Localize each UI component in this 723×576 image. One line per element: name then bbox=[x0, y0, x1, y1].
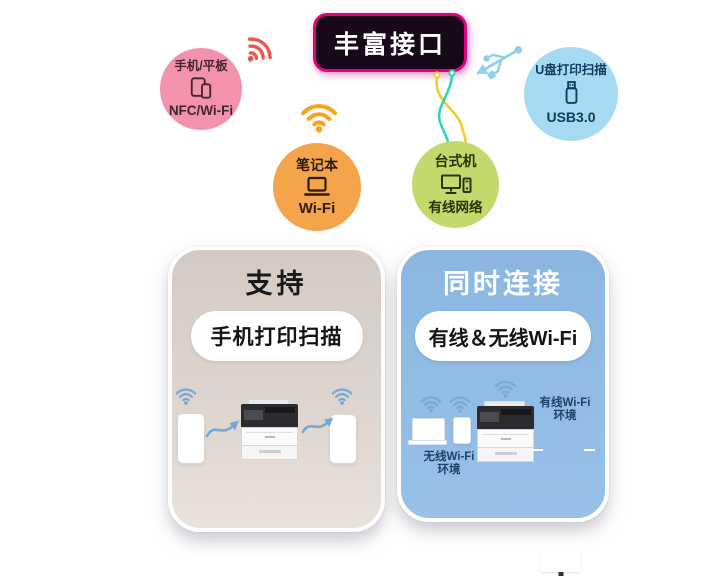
wifi-signal-icon bbox=[174, 386, 198, 405]
wifi-signal-icon bbox=[419, 394, 443, 413]
bubble-desktop: 台式机 有线网络 bbox=[412, 141, 499, 228]
bubble-title: 台式机 bbox=[434, 153, 477, 170]
bubble-title: 笔记本 bbox=[296, 156, 338, 173]
printer-scanner-unit bbox=[477, 406, 534, 429]
bubble-title: 手机/平板 bbox=[174, 59, 228, 74]
card-title: 支持 bbox=[245, 269, 308, 299]
pill-label: 手机打印扫描 bbox=[210, 326, 343, 349]
wifi-signal-icon bbox=[493, 378, 518, 398]
printer-illustration bbox=[477, 401, 534, 462]
wired-env-label: 有线Wi-Fi 环境 bbox=[539, 397, 591, 422]
wifi-signal-icon bbox=[448, 394, 472, 413]
bubble-subtitle: USB3.0 bbox=[546, 109, 596, 126]
printer-scanner-unit bbox=[241, 404, 298, 427]
wireless-env-label: 无线Wi-Fi 环境 bbox=[423, 451, 475, 476]
bubble-laptop: 笔记本 Wi-Fi bbox=[273, 143, 361, 231]
banner-rich-interfaces: 丰富接口 bbox=[313, 13, 467, 72]
usb-trident-icon bbox=[475, 46, 523, 80]
bubble-subtitle: Wi-Fi bbox=[298, 199, 336, 217]
wired-connection-line bbox=[584, 449, 595, 451]
laptop-icon bbox=[304, 176, 330, 196]
bubble-phone-tablet: 手机/平板 NFC/Wi-Fi bbox=[160, 48, 242, 130]
printer-lid bbox=[483, 401, 525, 406]
card-mobile-support: 支持 手机打印扫描 bbox=[168, 246, 385, 532]
card-title: 同时连接 bbox=[443, 269, 563, 299]
printer-body bbox=[477, 429, 534, 448]
smartphone-illustration bbox=[177, 413, 205, 464]
bubble-usb-drive: U盘打印扫描 USB3.0 bbox=[524, 47, 618, 141]
arrow-right-icon bbox=[204, 414, 244, 442]
phone-tablet-icon bbox=[190, 77, 212, 100]
laptop-illustration bbox=[408, 418, 447, 445]
card-simultaneous-connection: 同时连接 有线＆无线Wi-Fi 无线Wi-Fi 环境 有线Wi-Fi 环境 bbox=[397, 246, 609, 572]
smartphone-illustration bbox=[453, 417, 471, 444]
printer-paper-tray bbox=[477, 448, 534, 462]
banner-label: 丰富接口 bbox=[333, 30, 446, 59]
printer-illustration bbox=[241, 399, 298, 460]
wifi-signal-icon bbox=[330, 386, 354, 405]
card-pill: 手机打印扫描 bbox=[190, 311, 363, 361]
usb-drive-icon bbox=[565, 81, 577, 105]
pill-label: 有线＆无线Wi-Fi bbox=[428, 327, 578, 350]
card-pill: 有线＆无线Wi-Fi bbox=[415, 311, 591, 361]
bubble-subtitle: NFC/Wi-Fi bbox=[168, 103, 234, 119]
bubble-title: U盘打印扫描 bbox=[535, 62, 607, 77]
bubble-subtitle: 有线网络 bbox=[428, 200, 483, 216]
monitor-illustration bbox=[540, 549, 581, 572]
printer-paper-tray bbox=[241, 446, 298, 460]
desktop-pc-icon bbox=[440, 174, 471, 195]
wifi-signal-icon bbox=[235, 28, 281, 74]
arrow-right-icon bbox=[300, 411, 338, 438]
wifi-signal-icon bbox=[298, 100, 340, 133]
printer-body bbox=[241, 427, 298, 446]
smartphone-illustration bbox=[329, 414, 357, 464]
printer-lid bbox=[247, 399, 289, 404]
wired-connection-line bbox=[531, 449, 543, 451]
